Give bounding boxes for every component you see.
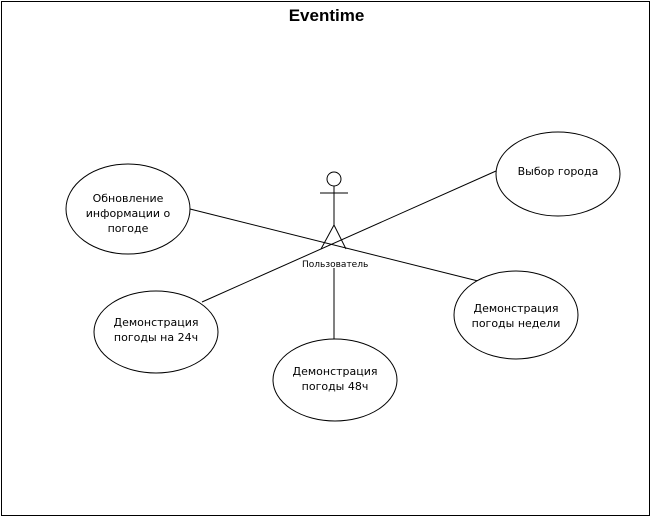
use-case-weather-24h xyxy=(93,290,219,374)
association-update-info xyxy=(189,208,479,282)
use-case-label-choose-city: Выбор города xyxy=(517,165,599,178)
actor-label: Пользователь xyxy=(302,260,369,270)
use-case-update-info xyxy=(65,163,191,255)
use-case-choose-city xyxy=(495,131,621,217)
use-case-label-weather-24h: Демонстрация погоды на 24ч xyxy=(113,316,199,344)
association-choose-city xyxy=(201,170,497,303)
use-case-label-weather-week: Демонстрация погоды недели xyxy=(471,302,561,330)
use-case-label-update-info: Обновление информации о погоде xyxy=(85,192,171,235)
use-case-weather-week xyxy=(453,270,579,360)
actor-icon xyxy=(320,171,348,250)
diagram-title: Eventime xyxy=(288,6,365,25)
use-case-label-weather-48h: Демонстрация погоды 48ч xyxy=(292,365,378,393)
use-case-weather-48h xyxy=(272,338,398,422)
